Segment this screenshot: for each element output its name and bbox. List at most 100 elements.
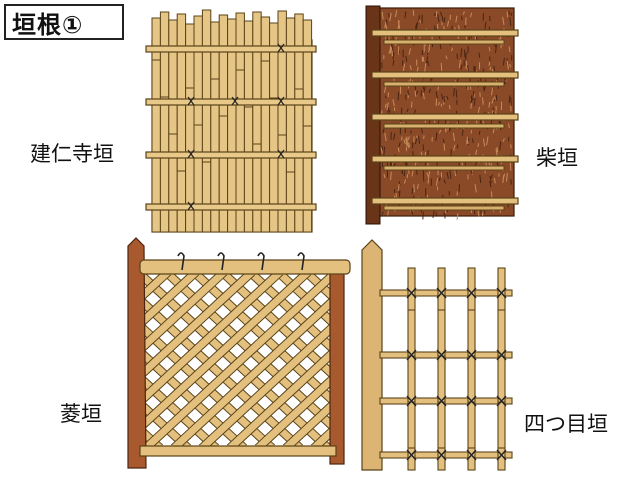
brushwood-twig — [490, 87, 494, 96]
brushwood-twig — [456, 213, 459, 220]
lattice-slat — [227, 348, 332, 448]
brushwood-twig — [410, 130, 412, 134]
brushwood-twig — [408, 48, 411, 55]
brushwood-twig — [414, 161, 417, 167]
brushwood-twig — [380, 147, 383, 154]
brushwood-twig — [507, 136, 510, 142]
brushwood-twig — [389, 13, 392, 21]
brushwood-twig — [427, 171, 431, 180]
brushwood-twig — [422, 144, 425, 151]
brushwood-twig — [508, 95, 511, 104]
brushwood-twig — [453, 144, 456, 151]
brushwood-twig — [381, 145, 384, 150]
brushwood-twig — [422, 56, 425, 62]
brushwood-twig — [397, 147, 400, 153]
brushwood-twig — [506, 60, 509, 70]
lattice-slat — [142, 296, 303, 448]
vertical-bamboo — [407, 267, 416, 471]
brushwood-twig — [446, 95, 449, 100]
brushwood-twig — [416, 184, 419, 189]
kenninji-plank — [210, 21, 220, 233]
brushwood-twig — [441, 15, 444, 23]
brushwood-twig — [442, 138, 445, 144]
brushwood-twig — [463, 49, 466, 58]
rope-tie — [496, 349, 507, 361]
brushwood-twig — [474, 184, 477, 193]
rope-tie — [466, 395, 477, 407]
brushwood-twig — [383, 146, 386, 156]
lattice-slat — [0, 272, 56, 448]
brushwood-twig — [488, 61, 491, 66]
horizontal-bamboo — [379, 397, 513, 405]
brushwood-twig — [482, 138, 486, 147]
brushwood-twig — [418, 135, 421, 144]
brushwood-twig — [398, 181, 401, 187]
brushwood-twig — [477, 143, 480, 148]
brushwood-twig — [488, 26, 491, 30]
brushwood-twig — [446, 171, 449, 180]
brushwood-twig — [410, 101, 413, 108]
brushwood-twig — [415, 90, 419, 95]
brushwood-twig — [473, 98, 476, 107]
brushwood-twig — [405, 56, 408, 62]
brushwood-twig — [382, 128, 385, 134]
brushwood-twig — [505, 172, 508, 182]
brushwood-twig — [510, 12, 513, 17]
brushwood-twig — [391, 46, 395, 55]
brushwood-twig — [401, 136, 403, 141]
brushwood-twig — [384, 103, 387, 108]
brushwood-twig — [405, 138, 408, 147]
brushwood-twig — [413, 184, 415, 193]
brushwood-twig — [484, 21, 487, 30]
brushwood-twig — [392, 133, 396, 141]
kenninji-fence — [145, 9, 317, 233]
lattice-slat — [142, 322, 275, 448]
brushwood-twig — [406, 142, 410, 149]
brushwood-twig — [507, 123, 510, 129]
rope-tie — [436, 449, 447, 461]
brushwood-twig — [397, 20, 400, 29]
brushwood-twig — [381, 211, 384, 215]
lattice-slat — [199, 322, 332, 448]
brushwood-twig — [426, 171, 429, 177]
brushwood-twig — [451, 47, 454, 52]
brushwood-twig — [410, 210, 414, 215]
brushwood-twig — [440, 11, 443, 17]
brushwood-twig — [407, 142, 411, 148]
brushwood-twig — [407, 90, 410, 96]
lattice-slat — [171, 296, 332, 448]
lattice-slat — [142, 272, 227, 353]
lattice-slat — [283, 400, 332, 448]
brushwood-twig — [385, 19, 388, 26]
horizontal-bamboo — [379, 451, 513, 459]
brushwood-twig — [398, 190, 401, 197]
brushwood-twig — [491, 98, 494, 104]
brushwood-twig — [455, 15, 458, 23]
rope-tie — [466, 349, 477, 361]
brushwood-twig — [418, 15, 420, 22]
brushwood-twig — [469, 12, 473, 18]
brushwood-twig — [479, 174, 482, 184]
brushwood-twig — [407, 136, 410, 141]
brushwood-twig — [460, 64, 463, 70]
brushwood-twig — [411, 169, 414, 177]
brushwood-twig — [449, 169, 452, 179]
brushwood-twig — [427, 60, 430, 66]
brushwood-twig — [420, 90, 422, 97]
brushwood-twig — [496, 147, 499, 153]
brushwood-twig — [440, 93, 444, 100]
rope-tie — [496, 287, 507, 299]
vertical-bamboo — [497, 267, 506, 471]
brushwood-twig — [432, 209, 435, 219]
brushwood-twig — [445, 55, 448, 60]
brushwood-twig — [438, 101, 440, 106]
brushwood-twig — [509, 63, 512, 68]
brushwood-twig — [493, 96, 496, 100]
brushwood-twig — [460, 16, 463, 21]
brushwood-twig — [472, 94, 474, 100]
brushwood-twig — [477, 106, 481, 114]
lattice-slat — [142, 272, 255, 379]
brushwood-twig — [509, 17, 512, 27]
